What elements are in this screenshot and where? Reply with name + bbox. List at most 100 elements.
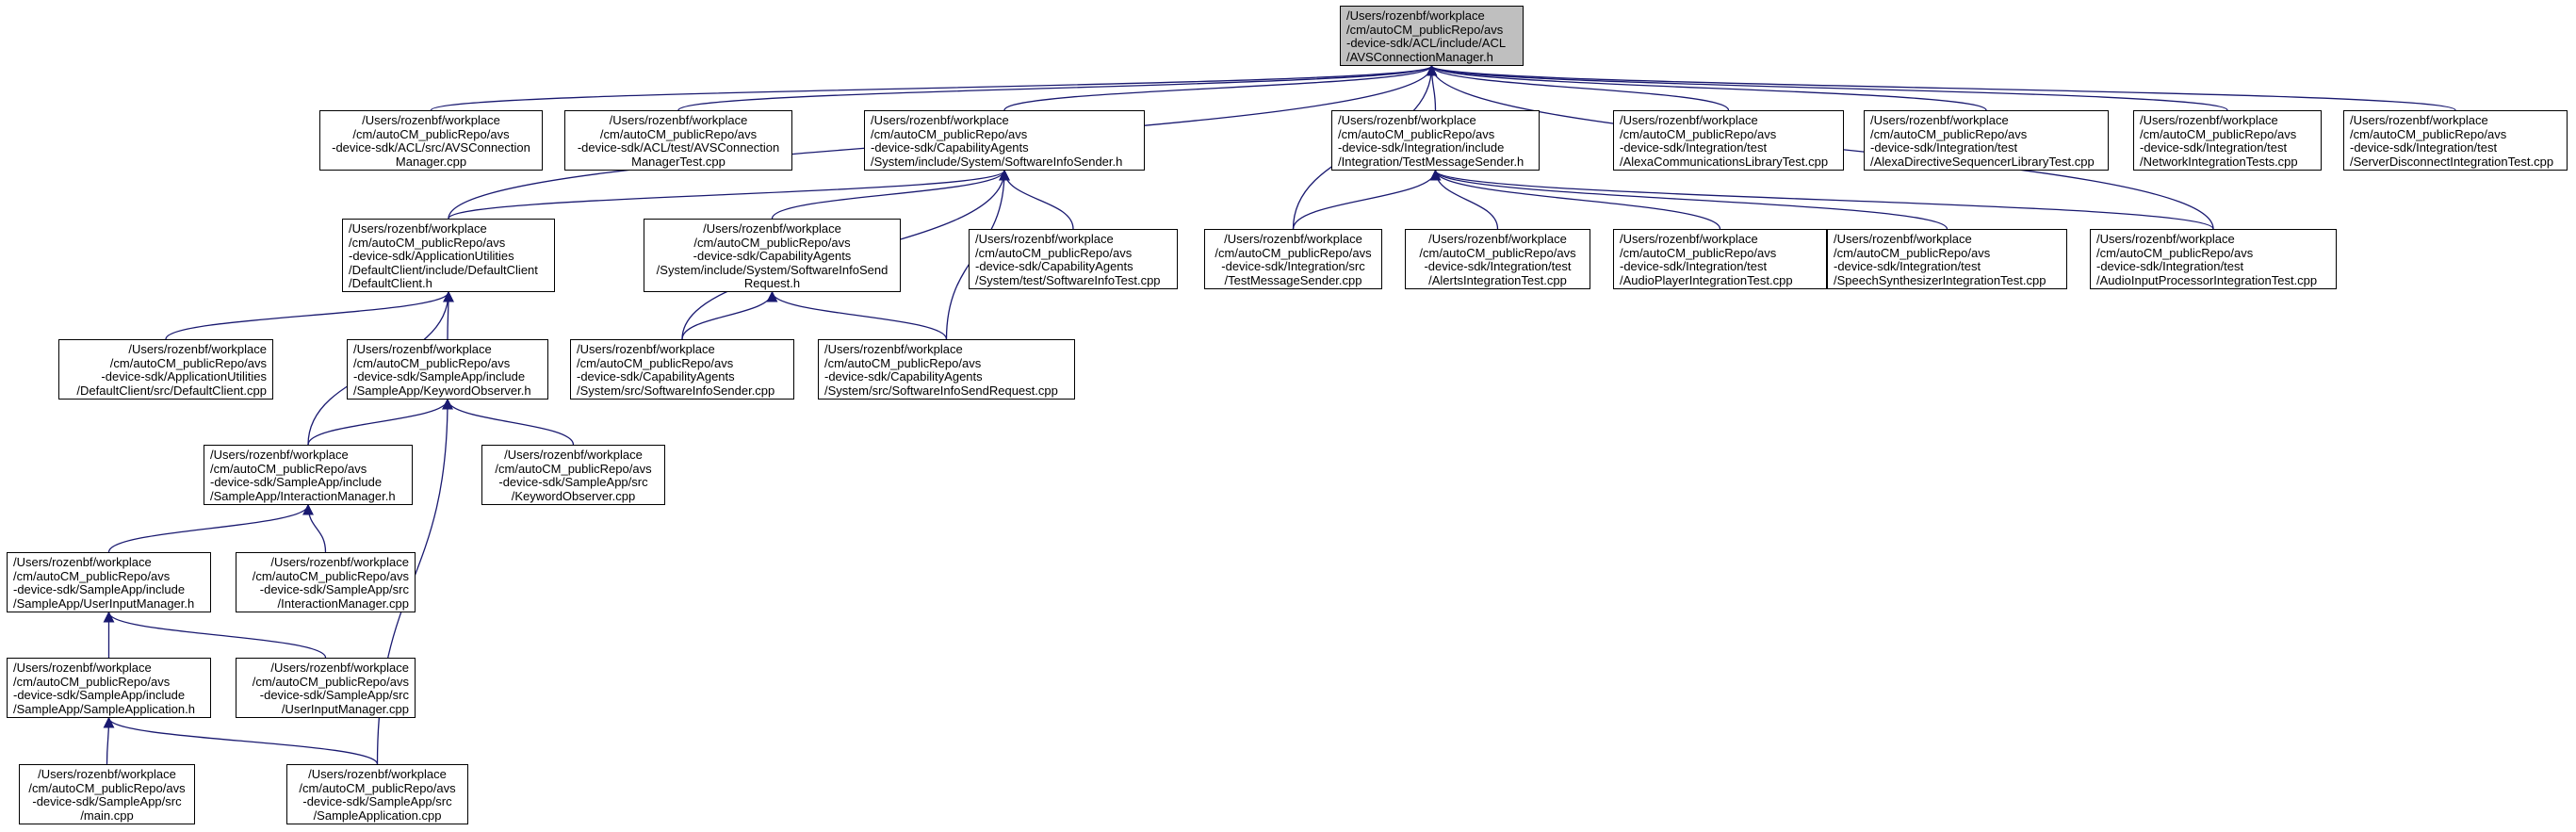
node-userinputmanager-h[interactable]: /Users/rozenbf/workplace/cm/autoCM_publi…: [7, 552, 211, 612]
node-label-line: /SampleApp/InteractionManager.h: [210, 488, 396, 503]
node-label-line: /cm/autoCM_publicRepo/avs: [349, 235, 506, 250]
edge-n0-n6: [1426, 64, 1987, 111]
edge-n0-n1: [430, 64, 1437, 111]
node-label-line: /Users/rozenbf/workplace: [871, 113, 1009, 127]
node-label-line: -device-sdk/SampleApp/include: [13, 688, 186, 702]
node-serverdisconnectintegrationtest-cpp[interactable]: /Users/rozenbf/workplace/cm/autoCM_publi…: [2343, 110, 2568, 171]
node-label-line: /Users/rozenbf/workplace: [13, 661, 152, 675]
node-sampleapplication-h[interactable]: /Users/rozenbf/workplace/cm/autoCM_publi…: [7, 658, 211, 718]
edge-n21-n24: [302, 503, 327, 553]
node-label-line: /cm/autoCM_publicRepo/avs: [1834, 245, 1991, 260]
node-label-line: -device-sdk/CapabilityAgents: [824, 369, 983, 383]
node-label-line: /cm/autoCM_publicRepo/avs: [1346, 22, 1504, 37]
node-avsconnectionmanager-cpp[interactable]: /Users/rozenbf/workplace/cm/autoCM_publi…: [319, 110, 543, 171]
node-avsconnectionmanagertest-cpp[interactable]: /Users/rozenbf/workplace/cm/autoCM_publi…: [564, 110, 792, 171]
node-alertsintegrationtest-cpp[interactable]: /Users/rozenbf/workplace/cm/autoCM_publi…: [1405, 229, 1590, 289]
node-label-line: /Users/rozenbf/workplace: [353, 342, 492, 356]
node-interactionmanager-cpp[interactable]: /Users/rozenbf/workplace/cm/autoCM_publi…: [236, 552, 416, 612]
node-softwareinfosender-h[interactable]: /Users/rozenbf/workplace/cm/autoCM_publi…: [864, 110, 1145, 171]
node-avsconnectionmanager-h[interactable]: /Users/rozenbf/workplace/cm/autoCM_publi…: [1340, 6, 1524, 66]
node-label-line: /NetworkIntegrationTests.cpp: [2140, 154, 2298, 169]
node-label-line: -device-sdk/ACL/src/AVSConnection: [332, 140, 530, 155]
node-softwareinfotest-cpp[interactable]: /Users/rozenbf/workplace/cm/autoCM_publi…: [969, 229, 1178, 289]
node-label-line: -device-sdk/SampleApp/include: [353, 369, 526, 383]
node-label-line: /Users/rozenbf/workplace: [308, 767, 447, 781]
node-label-line: /System/include/System/SoftwareInfoSende…: [871, 154, 1123, 169]
node-label-line: /UserInputManager.cpp: [281, 701, 409, 716]
edge-n0-n8: [1427, 64, 2456, 111]
node-label-line: /Users/rozenbf/workplace: [504, 448, 643, 462]
node-userinputmanager-cpp[interactable]: /Users/rozenbf/workplace/cm/autoCM_publi…: [236, 658, 416, 718]
node-label-line: /Users/rozenbf/workplace: [1620, 232, 1758, 246]
node-speechsynthesizerintegrationtest-cpp[interactable]: /Users/rozenbf/workplace/cm/autoCM_publi…: [1827, 229, 2067, 289]
edge-n3-n9: [448, 169, 1010, 220]
node-sampleapplication-cpp[interactable]: /Users/rozenbf/workplace/cm/autoCM_publi…: [286, 764, 468, 824]
node-label-line: -device-sdk/SampleApp/src: [259, 582, 409, 596]
node-label-line: -device-sdk/Integration/test: [2350, 140, 2498, 155]
node-label-line: -device-sdk/CapabilityAgents: [577, 369, 735, 383]
node-testmessagesender-cpp[interactable]: /Users/rozenbf/workplace/cm/autoCM_publi…: [1204, 229, 1382, 289]
node-defaultclient-h[interactable]: /Users/rozenbf/workplace/cm/autoCM_publi…: [342, 219, 555, 292]
node-softwareinfosendrequest-h[interactable]: /Users/rozenbf/workplace/cm/autoCM_publi…: [644, 219, 901, 292]
node-softwareinfosender-cpp[interactable]: /Users/rozenbf/workplace/cm/autoCM_publi…: [570, 339, 794, 400]
node-label-line: /System/src/SoftwareInfoSender.cpp: [577, 383, 775, 398]
node-label-line: -device-sdk/ApplicationUtilities: [349, 249, 514, 263]
node-label-line: /cm/autoCM_publicRepo/avs: [109, 355, 267, 370]
node-label-line: /ServerDisconnectIntegrationTest.cpp: [2350, 154, 2554, 169]
node-label-line: /System/src/SoftwareInfoSendRequest.cpp: [824, 383, 1058, 398]
edge-n10-n20: [766, 290, 948, 340]
node-interactionmanager-h[interactable]: /Users/rozenbf/workplace/cm/autoCM_publi…: [204, 445, 413, 505]
node-audioplayerintegrationtest-cpp[interactable]: /Users/rozenbf/workplace/cm/autoCM_publi…: [1613, 229, 1827, 289]
node-label-line: /cm/autoCM_publicRepo/avs: [13, 568, 171, 583]
node-testmessagesender-h[interactable]: /Users/rozenbf/workplace/cm/autoCM_publi…: [1331, 110, 1540, 171]
node-keywordobserver-h[interactable]: /Users/rozenbf/workplace/cm/autoCM_publi…: [347, 339, 548, 400]
node-keywordobserver-cpp[interactable]: /Users/rozenbf/workplace/cm/autoCM_publi…: [481, 445, 665, 505]
node-label-line: -device-sdk/SampleApp/include: [210, 475, 383, 489]
node-label-line: /AlexaDirectiveSequencerLibraryTest.cpp: [1870, 154, 2095, 169]
node-label-line: /Users/rozenbf/workplace: [609, 113, 748, 127]
node-label-line: /cm/autoCM_publicRepo/avs: [599, 126, 758, 141]
node-label-line: -device-sdk/CapabilityAgents: [871, 140, 1029, 155]
edge-n4-n15: [1429, 169, 1948, 230]
node-label-line: -device-sdk/Integration/src: [1221, 259, 1365, 273]
node-label-line: -device-sdk/CapabilityAgents: [693, 249, 852, 263]
node-label-line: /cm/autoCM_publicRepo/avs: [2140, 126, 2297, 141]
node-label-line: ManagerTest.cpp: [631, 154, 726, 169]
node-label-line: /AudioPlayerIntegrationTest.cpp: [1620, 272, 1793, 287]
node-label-line: /cm/autoCM_publicRepo/avs: [824, 355, 982, 370]
node-audioinputprocessorintegrationtest-cpp[interactable]: /Users/rozenbf/workplace/cm/autoCM_publi…: [2090, 229, 2337, 289]
node-networkintegrationtests-cpp[interactable]: /Users/rozenbf/workplace/cm/autoCM_publi…: [2133, 110, 2322, 171]
node-label-line: /SampleApplication.cpp: [313, 808, 442, 823]
node-label-line: /main.cpp: [80, 808, 134, 823]
edge-n0-n5: [1426, 64, 1730, 111]
edge-n3-n11: [999, 169, 1074, 230]
node-label-line: -device-sdk/Integration/test: [1620, 259, 1768, 273]
edge-n4-n16: [1429, 169, 2214, 230]
node-label-line: -device-sdk/Integration/test: [1424, 259, 1572, 273]
edge-n21-n23: [107, 503, 314, 553]
node-main-cpp[interactable]: /Users/rozenbf/workplace/cm/autoCM_publi…: [19, 764, 195, 824]
node-label-line: /cm/autoCM_publicRepo/avs: [28, 780, 186, 795]
node-label-line: /cm/autoCM_publicRepo/avs: [1620, 126, 1777, 141]
node-softwareinfosendrequest-cpp[interactable]: /Users/rozenbf/workplace/cm/autoCM_publi…: [818, 339, 1075, 400]
node-alexadirectivesequencerlibrarytest-cpp[interactable]: /Users/rozenbf/workplace/cm/autoCM_publi…: [1864, 110, 2109, 171]
node-label-line: /cm/autoCM_publicRepo/avs: [2350, 126, 2507, 141]
node-label-line: -device-sdk/Integration/test: [1870, 140, 2018, 155]
node-label-line: /Users/rozenbf/workplace: [824, 342, 963, 356]
edge-n18-n22: [442, 398, 575, 446]
node-label-line: /System/include/System/SoftwareInfoSend: [656, 262, 889, 277]
node-label-line: /AudioInputProcessorIntegrationTest.cpp: [2096, 272, 2318, 287]
node-label-line: /DefaultClient/src/DefaultClient.cpp: [76, 383, 267, 398]
node-label-line: -device-sdk/Integration/test: [2140, 140, 2288, 155]
node-label-line: /cm/autoCM_publicRepo/avs: [2096, 245, 2254, 260]
node-defaultclient-cpp[interactable]: /Users/rozenbf/workplace/cm/autoCM_publi…: [58, 339, 273, 400]
edge-n10-n19: [681, 290, 778, 340]
edge-n0-n7: [1427, 64, 2228, 111]
node-label-line: /cm/autoCM_publicRepo/avs: [252, 674, 409, 689]
node-label-line: /SampleApp/UserInputManager.h: [13, 595, 195, 611]
edge-n0-n2: [677, 64, 1437, 111]
node-alexacommunicationslibrarytest-cpp[interactable]: /Users/rozenbf/workplace/cm/autoCM_publi…: [1613, 110, 1844, 171]
node-label-line: /cm/autoCM_publicRepo/avs: [975, 245, 1133, 260]
